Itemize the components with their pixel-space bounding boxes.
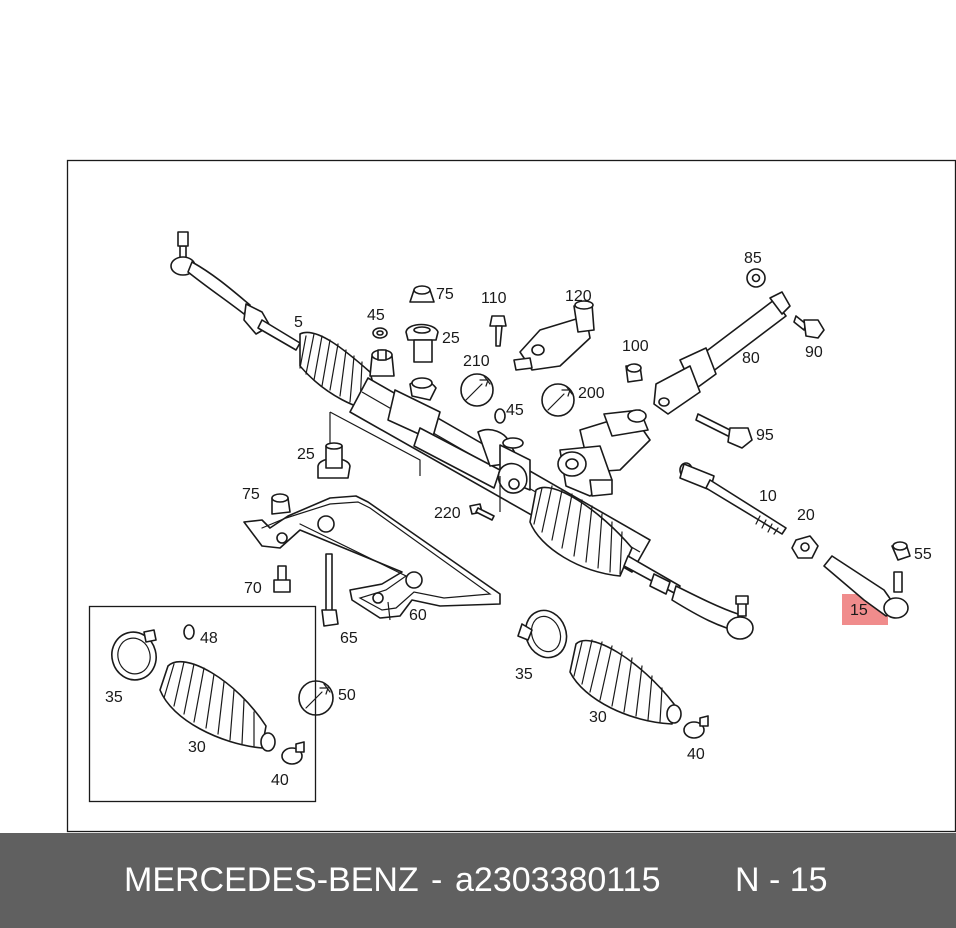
bolt-95 [695, 413, 753, 449]
callout-25-lower: 25 [297, 446, 315, 463]
bolt-90 [793, 315, 825, 339]
leader-25b [329, 411, 501, 512]
nut-75-upper [409, 285, 435, 303]
clamp-40-inset [281, 741, 305, 765]
inset-frame [88, 605, 317, 803]
callout-120: 120 [565, 288, 592, 305]
tie-rod-right [623, 555, 681, 595]
mount-25-lower [317, 442, 351, 479]
footer-separator: - [431, 861, 443, 899]
washer-45-upper [372, 327, 388, 339]
callout-200: 200 [578, 385, 605, 402]
callout-75-lower: 75 [242, 486, 260, 503]
clamp-35-right [517, 609, 568, 659]
tie-rod-right-nut [649, 573, 671, 595]
nut-20 [791, 535, 819, 559]
callout-75-upper: 75 [436, 286, 454, 303]
callout-35-inset: 35 [105, 689, 123, 706]
callout-40-right: 40 [687, 746, 705, 763]
callout-48: 48 [200, 630, 218, 647]
nut-100 [625, 363, 643, 383]
bolt-65 [321, 553, 339, 627]
tie-rod-end-right [671, 585, 754, 640]
callout-45-middle: 45 [506, 402, 524, 419]
callout-20: 20 [797, 507, 815, 524]
callout-220: 220 [434, 505, 461, 522]
callout-55: 55 [914, 546, 932, 563]
nut-75-lower [271, 493, 291, 515]
callout-40-inset: 40 [271, 772, 289, 789]
clamp-35-inset [111, 629, 157, 681]
tie-rod-end-15 [823, 555, 909, 619]
callout-90: 90 [805, 344, 823, 361]
clamp-40-right [683, 715, 709, 739]
washer-45-middle [494, 408, 506, 424]
nut-55 [891, 541, 911, 561]
callout-210: 210 [463, 353, 490, 370]
callout-100: 100 [622, 338, 649, 355]
callout-35-right: 35 [515, 666, 533, 683]
washer-85 [746, 268, 766, 288]
footer-caption-bar: MERCEDES-BENZ - a2303380115 N - 15 [0, 833, 956, 928]
callout-110: 110 [481, 290, 507, 307]
tie-rod-end-left [170, 231, 271, 335]
bracket-plate-60 [243, 495, 501, 621]
tie-rod-left [257, 319, 301, 351]
callout-60: 60 [409, 607, 427, 624]
steering-shaft-80 [653, 291, 791, 415]
callout-25-upper: 25 [442, 330, 460, 347]
callout-65: 65 [340, 630, 358, 647]
callout-30-right: 30 [589, 709, 607, 726]
callout-50: 50 [338, 687, 356, 704]
footer-part-number: a2303380115 [455, 861, 661, 899]
boot-30-inset [159, 660, 276, 752]
callout-45-upper: 45 [367, 307, 385, 324]
callout-15: 15 [850, 602, 868, 619]
callout-10: 10 [759, 488, 777, 505]
callout-85: 85 [744, 250, 762, 267]
mount-25-upper [405, 323, 439, 363]
wrench-icon-210 [460, 373, 494, 407]
valve-unit [557, 409, 651, 497]
boot-30-right [569, 639, 682, 725]
bellow-lower-right [529, 485, 633, 577]
callout-70: 70 [244, 580, 262, 597]
callout-5: 5 [294, 314, 303, 331]
callout-80: 80 [742, 350, 760, 367]
footer-brand: MERCEDES-BENZ [124, 861, 419, 899]
inner-tie-rod-10 [679, 462, 787, 535]
bolt-70 [273, 565, 291, 593]
callout-95: 95 [756, 427, 774, 444]
callout-30-inset: 30 [188, 739, 206, 756]
bolt-220 [469, 503, 495, 521]
ring-48 [183, 624, 195, 640]
wrench-icon-200 [541, 383, 575, 417]
footer-position: N - 15 [735, 861, 828, 899]
bracket-120 [513, 300, 595, 371]
bolt-110 [489, 315, 507, 347]
